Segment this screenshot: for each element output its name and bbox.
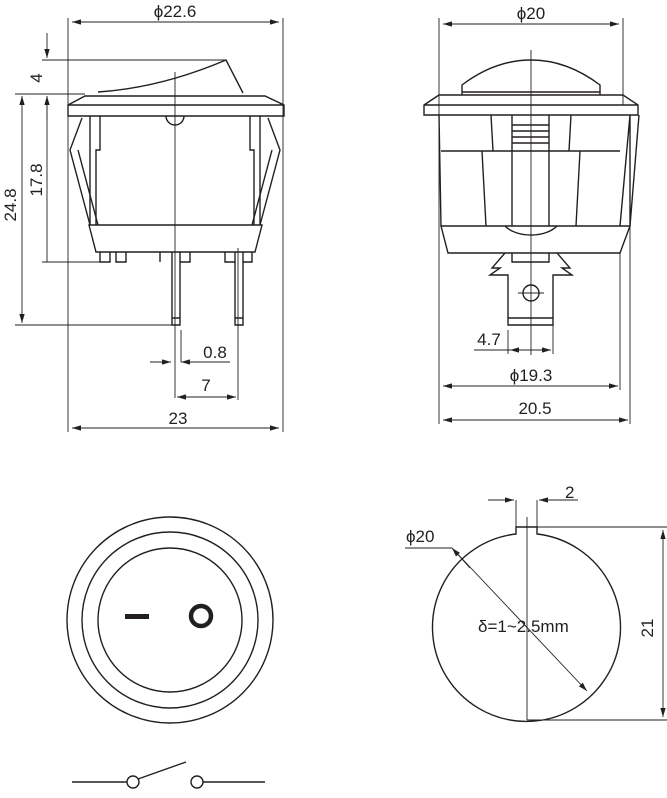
cutout-diameter: ϕ20 xyxy=(406,527,434,546)
dim-total-height: 24.8 xyxy=(1,188,20,221)
top-view xyxy=(66,516,274,724)
dim-rocker-height: 4 xyxy=(27,73,46,82)
off-symbol-icon xyxy=(125,614,149,619)
panel-cutout: ϕ20 2 21 δ=1~2.5mm xyxy=(405,483,667,723)
dim-terminal-width: 4.7 xyxy=(477,330,501,349)
dim-body-height: 17.8 xyxy=(27,163,46,196)
dim-dome-diameter: ϕ20 xyxy=(517,4,545,23)
switch-schematic-icon xyxy=(72,761,265,789)
dim-pin-width: 0.8 xyxy=(203,343,227,362)
dim-diameter-22-6: ϕ22.6 xyxy=(154,2,197,21)
dim-base-diameter: ϕ19.3 xyxy=(510,366,553,385)
notch-width: 2 xyxy=(565,483,574,502)
on-symbol-icon xyxy=(188,603,214,629)
side-view: ϕ22.6 4 24.8 17.8 0.8 7 23 xyxy=(1,2,285,432)
dim-width-23: 23 xyxy=(169,409,188,428)
dim-pin-spacing: 7 xyxy=(201,376,210,395)
cutout-height: 21 xyxy=(638,619,657,638)
front-view: ϕ20 4.7 ϕ19.3 20.5 xyxy=(423,4,640,424)
panel-thickness: δ=1~2.5mm xyxy=(478,617,569,636)
dim-width-20-5: 20.5 xyxy=(518,399,551,418)
